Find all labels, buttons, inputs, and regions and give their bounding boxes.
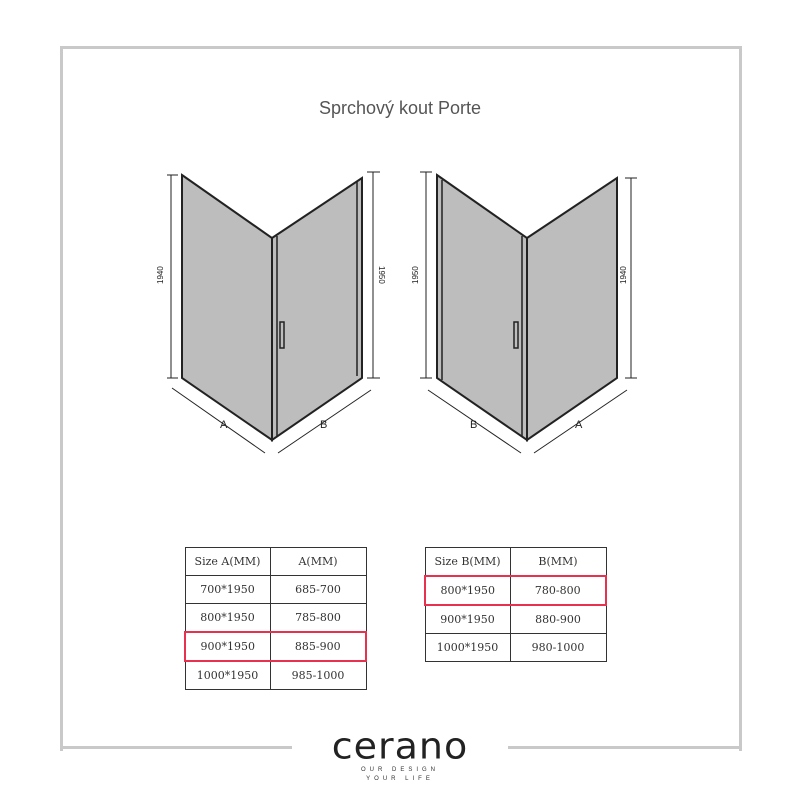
- dim-b-label: B: [470, 419, 477, 431]
- page-frame: [60, 46, 742, 751]
- side-panel: [181, 173, 273, 442]
- header-cell: Size A(MM): [184, 547, 271, 576]
- frame-bottom-right: [508, 746, 739, 749]
- height-label-right: 1950: [377, 266, 386, 284]
- frame-bottom-left: [60, 746, 292, 749]
- dim-b-label: B: [320, 419, 327, 431]
- drawing-right: 1950 1940 B A: [411, 171, 637, 454]
- door-handle: [513, 321, 519, 349]
- brand-logo: cerano OUR DESIGN YOUR LIFE: [300, 726, 500, 784]
- range-cell: 785-800: [269, 603, 367, 633]
- tagline-1: OUR DESIGN: [360, 767, 439, 773]
- header-cell: B(MM): [509, 547, 607, 577]
- size-cell: 700*1950: [184, 575, 271, 604]
- side-panel: [526, 176, 618, 442]
- range-cell: 685-700: [269, 575, 367, 604]
- size-cell: 1000*1950: [184, 660, 271, 690]
- header-cell: Size B(MM): [424, 547, 511, 577]
- range-cell: 880-900: [509, 604, 607, 634]
- height-label-left: 1940: [156, 266, 165, 284]
- door-panel: [271, 176, 363, 442]
- size-cell: 800*1950: [184, 603, 271, 633]
- dim-a-label: A: [575, 419, 583, 431]
- drawing-left: 1940 1950 A B: [156, 171, 386, 454]
- page-title: Sprchový kout Porte: [318, 98, 482, 118]
- range-cell: 980-1000: [509, 633, 607, 662]
- door-handle: [279, 321, 285, 349]
- size-cell: 800*1950: [424, 575, 511, 606]
- brand-name: cerano: [331, 725, 469, 767]
- door-panel: [436, 173, 528, 442]
- header-cell: A(MM): [269, 547, 367, 576]
- height-label-right: 1940: [619, 266, 628, 284]
- range-cell: 985-1000: [269, 660, 367, 690]
- range-cell: 885-900: [269, 631, 367, 662]
- size-cell: 1000*1950: [424, 633, 511, 662]
- size-cell: 900*1950: [424, 604, 511, 634]
- tagline-2: YOUR LIFE: [366, 776, 434, 782]
- dim-a-label: A: [220, 419, 228, 431]
- range-cell: 780-800: [509, 575, 607, 606]
- size-cell: 900*1950: [184, 631, 271, 662]
- height-label-left: 1950: [411, 266, 420, 284]
